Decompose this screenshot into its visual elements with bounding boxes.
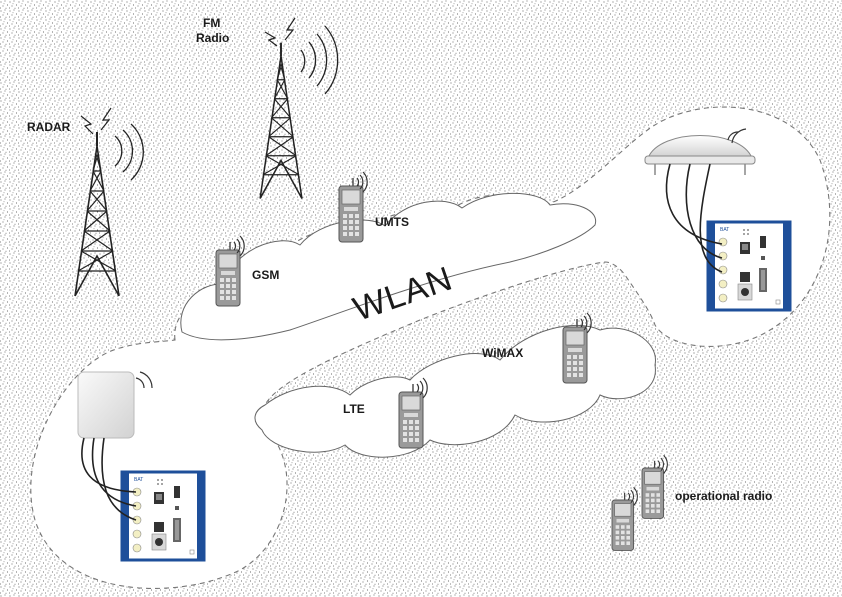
operational-radio-label: operational radio — [675, 489, 773, 503]
router-device-icon-right — [706, 220, 792, 312]
fm-label-line1: FM — [203, 16, 221, 30]
antenna-cables-right — [665, 163, 723, 273]
cellular-cloud-upper — [180, 192, 597, 341]
fm-label-line2: Radio — [196, 31, 230, 45]
gsm-label: GSM — [252, 268, 280, 282]
lte-label: LTE — [343, 402, 365, 416]
wimax-label: WiMAX — [482, 346, 524, 360]
cellular-cloud-lower — [254, 324, 656, 458]
antenna-dome-icon — [644, 128, 756, 175]
antenna-cables-left — [81, 437, 137, 521]
umts-label: UMTS — [375, 215, 409, 229]
router-device-icon-left — [120, 470, 206, 562]
access-point-icon — [77, 371, 153, 439]
radar-label: RADAR — [27, 120, 71, 134]
